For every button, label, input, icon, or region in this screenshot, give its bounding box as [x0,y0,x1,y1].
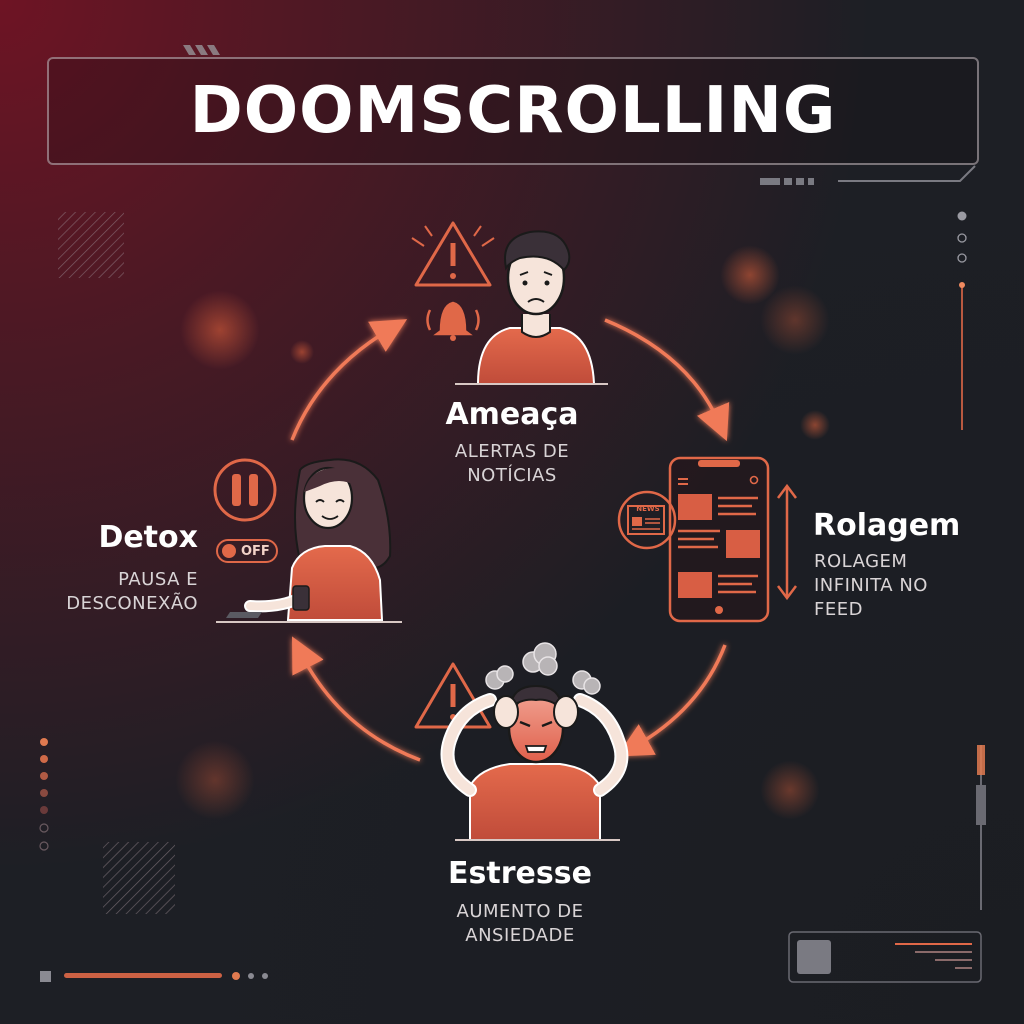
scroll-arrows-icon [777,483,797,601]
news-badge-label: NEWS [636,505,660,513]
arrow-rolagem-to-estresse [616,644,727,757]
stage-desc-ameaca: ALERTAS DE NOTÍCIAS [454,441,570,486]
rolagem-illustration [617,456,797,623]
bracket-line [838,165,976,182]
bokeh-glow [180,290,260,370]
ameaca-illustration [411,221,608,385]
stage-title-ameaca: Ameaça [445,397,579,432]
warning-icon [414,662,492,729]
toggle-knob [222,544,236,558]
stage-desc-estresse: AUMENTO DE ANSIEDADE [456,901,584,946]
stage-desc-rolagem: ROLAGEM INFINITA NO FEED [814,551,928,620]
bokeh-glow [760,760,820,820]
toggle-off-label: OFF [241,543,270,559]
dash-decoration [760,178,814,185]
bokeh-glow [760,285,830,355]
steam-cloud-icon [485,642,601,695]
toggle-off-icon: OFF [216,539,278,563]
slash-decoration [183,45,220,55]
hatch-box [58,212,124,278]
bokeh-glow [800,410,830,440]
news-icon [617,490,677,550]
arrow-estresse-to-detox [292,636,421,762]
cycle-arrows [290,318,730,762]
dot-column [39,738,49,851]
bell-icon [426,301,480,341]
hud-panel [788,931,982,983]
stage-title-estresse: Estresse [448,856,592,891]
bokeh-glow [175,740,255,820]
hatch-box [103,842,175,914]
pause-icon [213,458,277,522]
title-box: DOOMSCROLLING [47,57,979,165]
page-title: DOOMSCROLLING [189,74,837,148]
warning-icon [411,221,495,287]
detox-illustration [213,458,402,623]
arrow-ameaca-to-rolagem [604,318,730,442]
stage-title-detox: Detox [98,520,198,555]
estresse-illustration [414,642,629,841]
arrow-detox-to-ameaca [290,319,408,441]
stage-desc-detox: PAUSA E DESCONEXÃO [66,569,198,614]
bokeh-glow [290,340,314,364]
bokeh-glow [720,245,780,305]
stage-title-rolagem: Rolagem [813,508,961,543]
